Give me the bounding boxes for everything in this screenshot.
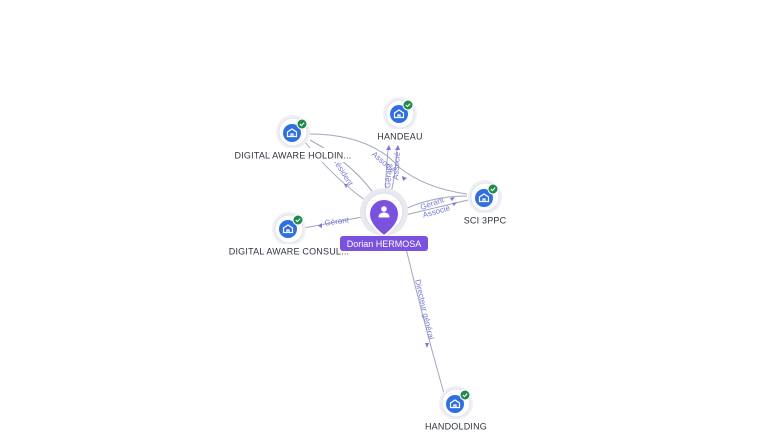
building-icon: [449, 399, 461, 409]
check-icon: [459, 389, 471, 401]
check-icon: [292, 214, 304, 226]
person-node-center[interactable]: Dorian HERMOSA: [340, 188, 428, 251]
company-label-digital-aware-holding: DIGITAL AWARE HOLDIN...: [235, 151, 352, 161]
edge-label-handeau-gerant: Gérant: [383, 163, 394, 189]
arrow-sci-associe: [452, 202, 457, 206]
check-icon: [402, 99, 414, 111]
arrow-dac-gerant: [318, 223, 322, 228]
building-icon: [282, 224, 294, 234]
building-icon: [393, 109, 405, 119]
company-label-sci-3ppc: SCI 3PPC: [464, 216, 507, 226]
arrow-dah-mid: [402, 176, 407, 181]
person-label-center: Dorian HERMOSA: [347, 239, 422, 249]
arrow-handolding-dg: [425, 343, 429, 348]
company-node-handolding[interactable]: HANDOLDING: [419, 386, 493, 432]
edge-dah-handeau-sci[interactable]: [308, 133, 468, 195]
arrow-sci-gerant: [450, 197, 455, 201]
edge-arrows: [318, 145, 457, 348]
company-node-sci-3ppc[interactable]: SCI 3PPC: [458, 180, 512, 227]
arrow-dah-president: [344, 184, 348, 188]
company-label-handolding: HANDOLDING: [425, 422, 487, 432]
edge-label-dac-gerant: Gérant: [324, 215, 350, 227]
arrow-handeau-associe: [395, 145, 400, 150]
edge-label-handolding-dg: Directeur général: [413, 279, 436, 341]
company-node-handeau[interactable]: HANDEAU: [371, 97, 429, 143]
arrow-handeau-gerant: [386, 145, 391, 150]
check-icon: [487, 183, 499, 195]
building-icon: [478, 193, 490, 203]
edge-label-handeau-associe: Associé: [391, 151, 402, 180]
company-node-digital-aware-holding[interactable]: DIGITAL AWARE HOLDIN...: [228, 115, 358, 162]
edge-handolding-dg[interactable]: [403, 239, 446, 398]
company-label-handeau: HANDEAU: [377, 132, 422, 142]
company-label-digital-aware-consul: DIGITAL AWARE CONSUL...: [229, 247, 349, 257]
company-node-digital-aware-consul[interactable]: DIGITAL AWARE CONSUL...: [223, 212, 355, 258]
building-icon: [286, 128, 298, 138]
person-icon: [378, 206, 390, 218]
check-icon: [296, 118, 308, 130]
